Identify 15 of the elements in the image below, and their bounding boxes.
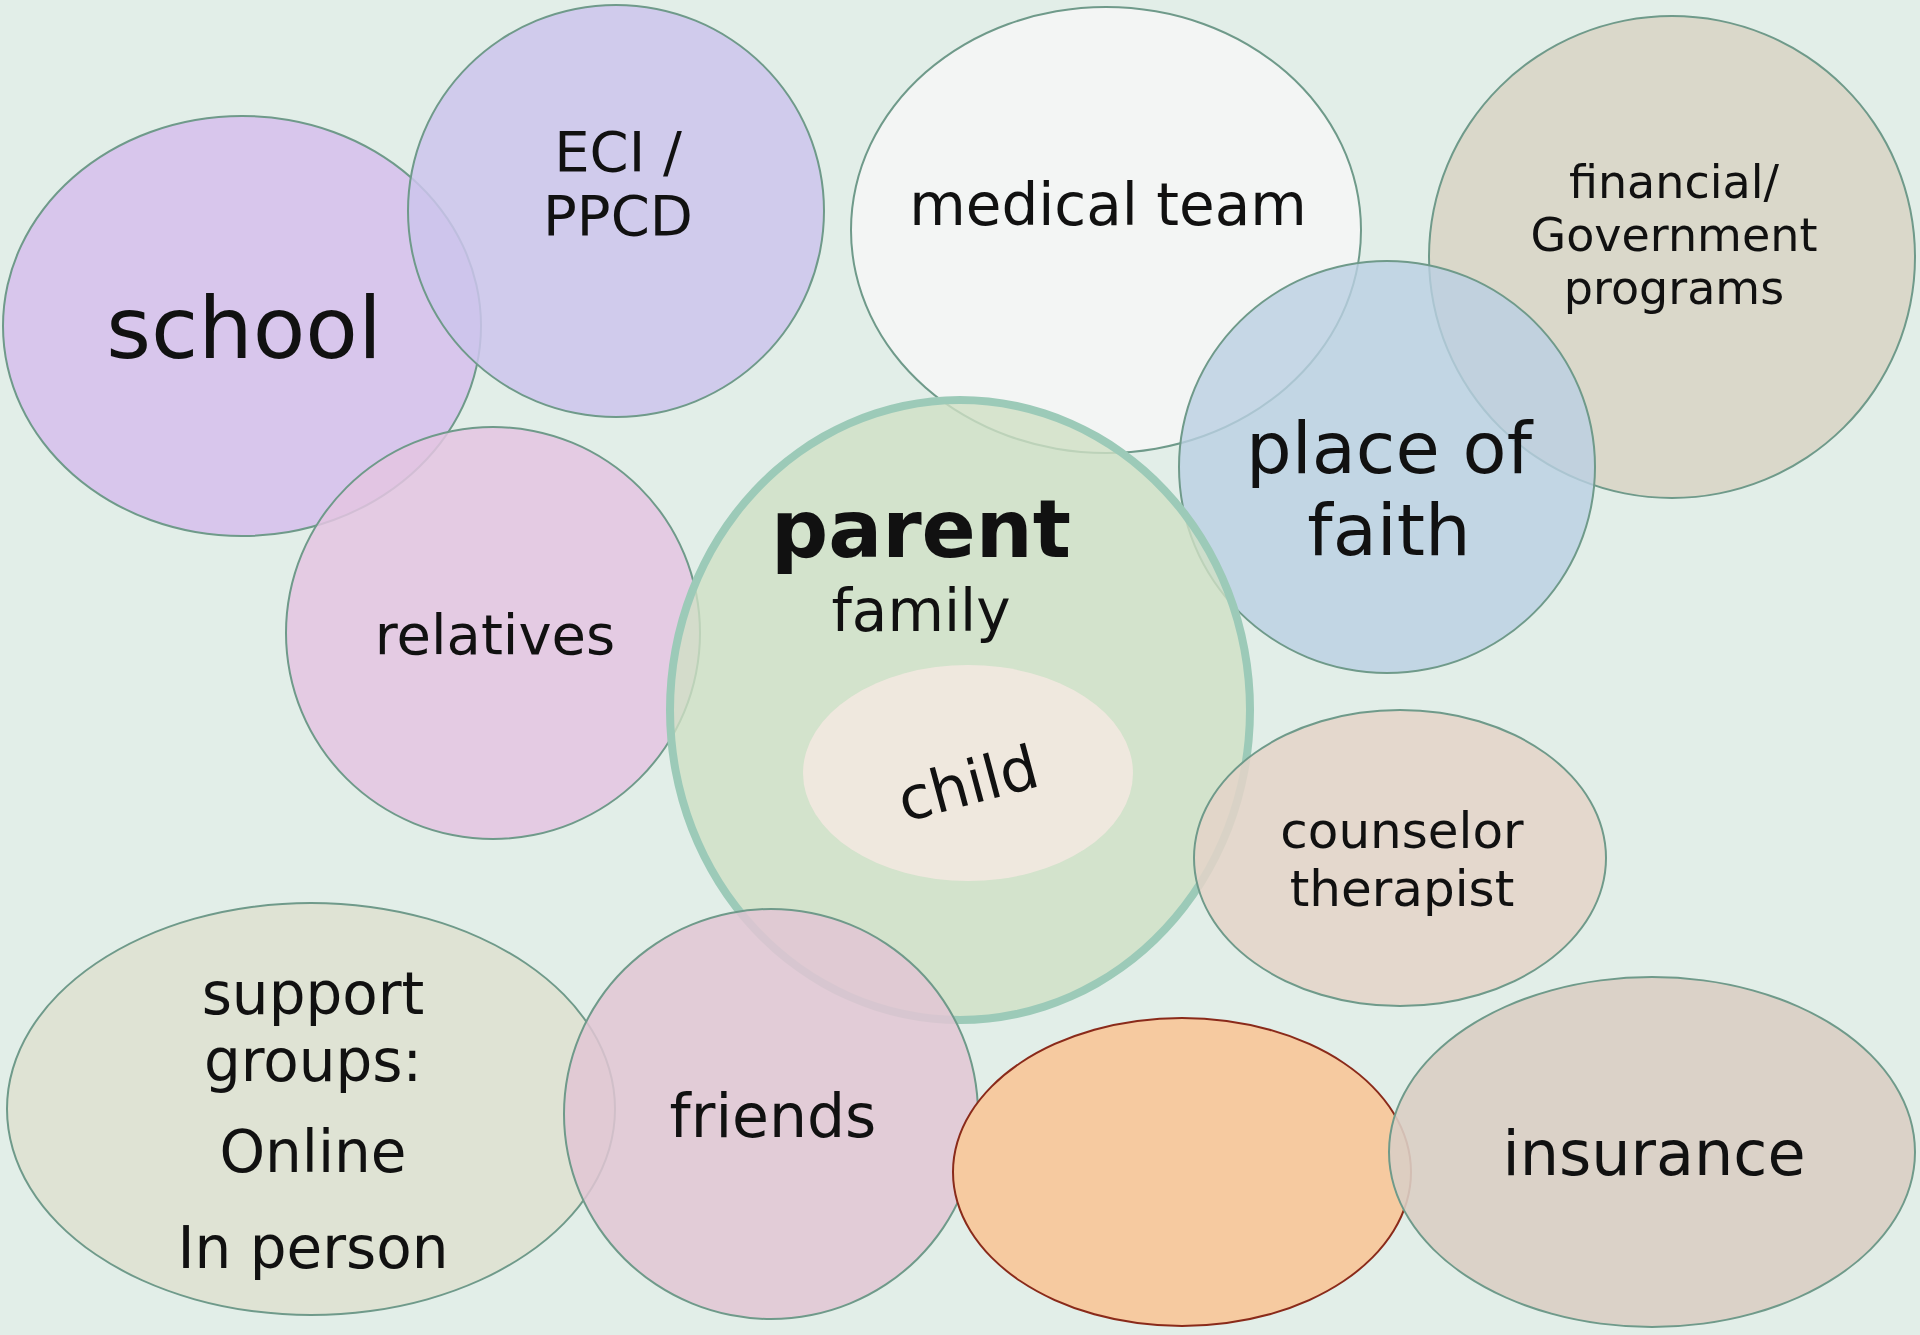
- node-label: friends: [668, 1081, 878, 1151]
- node-label: In person: [176, 1214, 450, 1281]
- node-label: relatives: [373, 602, 617, 668]
- node-label: support groups:: [200, 961, 426, 1095]
- node-label: school: [105, 278, 383, 378]
- node-label: financial/ Government programs: [1529, 155, 1819, 315]
- node-label: insurance: [1501, 1118, 1807, 1190]
- node-label: parent: [769, 483, 1073, 576]
- node-label: Online: [218, 1119, 408, 1186]
- node-label: place of faith: [1245, 406, 1535, 573]
- node-label: family: [830, 577, 1012, 645]
- node-label: medical team: [908, 171, 1308, 239]
- node-label: ECI / PPCD: [542, 119, 694, 249]
- node-label: child: [889, 730, 1047, 838]
- node-label: counselor therapist: [1279, 802, 1525, 918]
